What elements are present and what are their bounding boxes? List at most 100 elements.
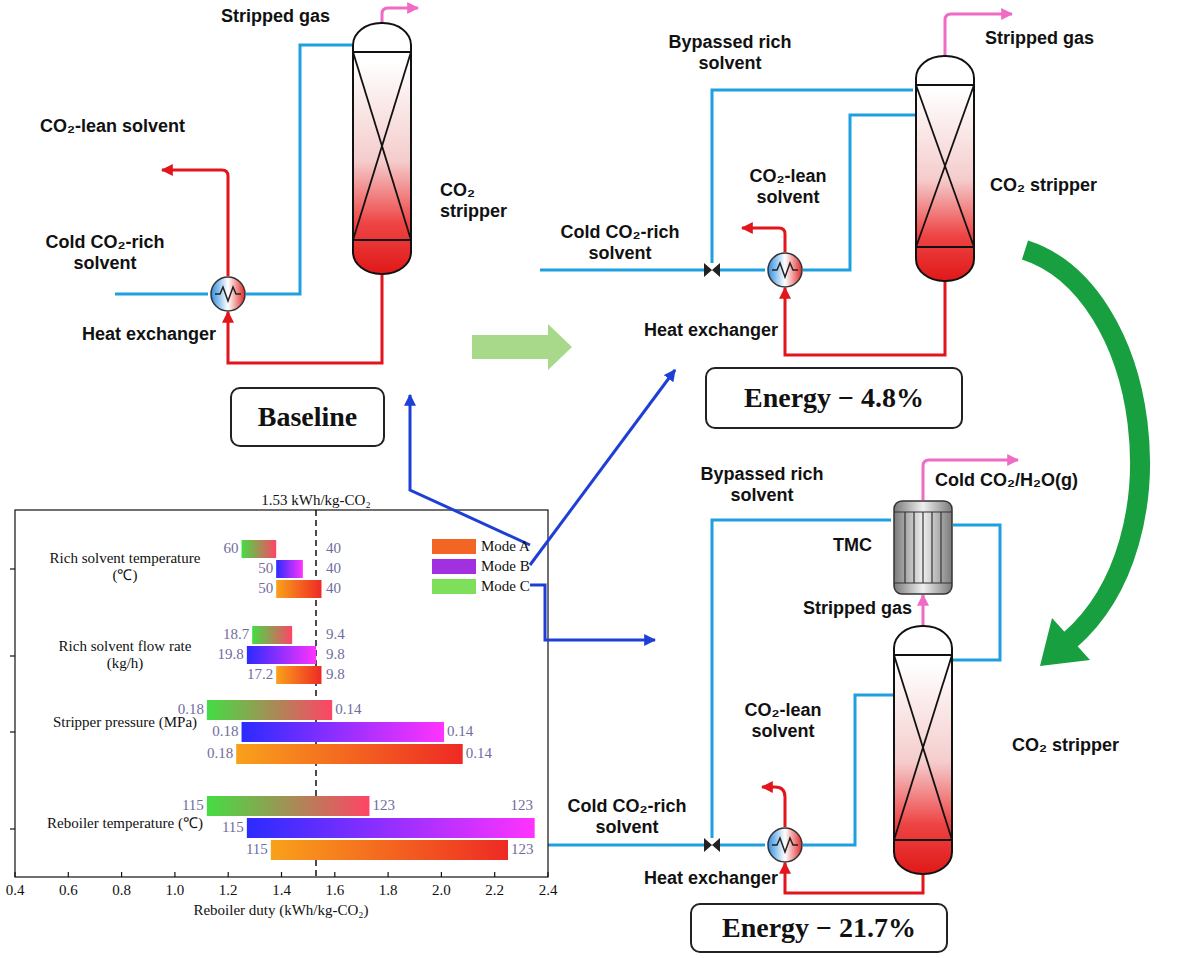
tick-label: 2.0 xyxy=(432,882,451,899)
tornado-bar xyxy=(207,796,370,816)
unit-outline xyxy=(916,85,974,247)
axis-tick xyxy=(388,872,389,877)
bar-value: 18.7 xyxy=(223,626,249,643)
legend-row: Mode A xyxy=(432,538,530,555)
bar-value: 0.18 xyxy=(178,701,204,718)
unit-outline xyxy=(913,512,914,583)
bar-value: 0.18 xyxy=(212,723,238,740)
axis-tick xyxy=(10,655,15,656)
stream-label: Stripped gas xyxy=(221,6,330,27)
tick-label: 1.0 xyxy=(166,882,185,899)
pipe-connector xyxy=(922,595,925,625)
tornado-bar xyxy=(242,722,445,742)
unit-outline xyxy=(352,22,412,275)
axis-tick xyxy=(228,872,229,877)
tmc-pipes xyxy=(545,844,765,847)
unit-outline xyxy=(916,246,974,248)
unit-outline xyxy=(894,839,952,841)
step-arrow xyxy=(1025,250,1140,640)
unit-outline xyxy=(915,55,975,282)
tick-label: 1.8 xyxy=(379,882,398,899)
legend-label: Mode A xyxy=(481,538,530,555)
unit-outline xyxy=(916,84,974,86)
bar-value: 115 xyxy=(246,841,268,858)
baseline-pipes xyxy=(115,293,208,296)
unit-outline xyxy=(916,85,974,247)
bar-value: 40 xyxy=(326,580,341,597)
bypass-pipes xyxy=(540,269,765,272)
stream-label: Cold CO₂-rich solvent xyxy=(552,796,702,837)
box-title: Energy − 21.7% xyxy=(722,912,916,944)
legend-swatch xyxy=(432,559,476,574)
tornado-bar xyxy=(247,818,535,838)
axis-tick xyxy=(10,731,15,732)
stripper-column: CO₂ stripper xyxy=(893,625,953,875)
pipe-connector xyxy=(228,275,382,363)
unit-outline xyxy=(894,655,952,840)
pipe-connector xyxy=(953,525,1000,660)
unit-label: CO₂ stripper xyxy=(1012,735,1119,756)
legend-swatch xyxy=(432,539,476,554)
box-title: Energy − 4.8% xyxy=(744,382,924,414)
bar-value: 9.4 xyxy=(326,626,345,643)
pipe-connector xyxy=(246,45,352,294)
step-arrow xyxy=(1040,618,1090,666)
bar-value: 40 xyxy=(326,540,341,557)
axis-tick xyxy=(547,872,548,877)
bar-value: 9.8 xyxy=(326,666,345,683)
valve-symbol xyxy=(704,838,720,852)
axis-label: Reboiler temperature (℃) xyxy=(40,815,210,832)
tick-label: 1.2 xyxy=(219,882,238,899)
tick-label: 2.4 xyxy=(539,882,558,899)
axis-tick xyxy=(121,872,122,877)
tornado-bar xyxy=(207,540,535,860)
tornado-bar xyxy=(236,744,463,764)
axis-tick xyxy=(494,872,495,877)
box-title: Baseline xyxy=(258,401,358,433)
unit-outline xyxy=(353,51,411,53)
bar-value: 17.2 xyxy=(247,666,273,683)
tick-label: 2.2 xyxy=(485,882,504,899)
baseline-pipes xyxy=(382,8,418,22)
unit-outline xyxy=(768,828,802,862)
mode-arrow xyxy=(410,370,675,640)
mode-arrow xyxy=(410,395,530,545)
unit-outline xyxy=(767,252,803,288)
unit-outline xyxy=(894,626,952,874)
unit-outline xyxy=(215,287,241,301)
stream-label: Cold CO₂-rich solvent xyxy=(545,222,695,263)
axis-label: Rich solvent temperature (℃) xyxy=(40,550,210,585)
unit-outline xyxy=(893,625,953,875)
stream-label: CO₂-lean solvent xyxy=(740,166,836,207)
unit-outline xyxy=(940,512,941,583)
bar-value: 123 xyxy=(511,841,534,858)
unit-outline xyxy=(894,655,952,840)
axis-tick xyxy=(334,872,335,877)
bar-value: 0.14 xyxy=(335,701,361,718)
bar-value: 50 xyxy=(258,560,273,577)
stream-label: Bypassed rich solvent xyxy=(650,32,810,73)
baseline-pipes xyxy=(162,170,228,276)
heat-exchanger: Heat exchanger xyxy=(210,276,246,312)
unit-outline xyxy=(768,253,802,287)
tornado-bar xyxy=(271,840,508,860)
bar-value: 0.14 xyxy=(447,723,473,740)
bar-value: 115 xyxy=(222,819,244,836)
unit-outline xyxy=(916,85,974,247)
tornado-bar xyxy=(276,580,321,598)
tornado-bar xyxy=(242,540,277,558)
tornado-bar xyxy=(207,700,332,720)
unit-outline xyxy=(894,501,952,594)
unit-outline xyxy=(904,512,905,583)
tick-label: 0.6 xyxy=(59,882,78,899)
axis-tick xyxy=(68,872,69,877)
tick-label: 1.6 xyxy=(325,882,344,899)
unit-outline xyxy=(210,276,246,312)
result-box: Energy − 21.7% xyxy=(690,903,948,953)
axis-tick xyxy=(281,872,282,877)
axis-tick xyxy=(10,568,15,569)
stripper-column: CO₂ stripper xyxy=(352,22,412,275)
axis-tick xyxy=(10,828,15,829)
legend-row: Mode C xyxy=(432,578,530,595)
bypass-pipes xyxy=(742,228,785,252)
